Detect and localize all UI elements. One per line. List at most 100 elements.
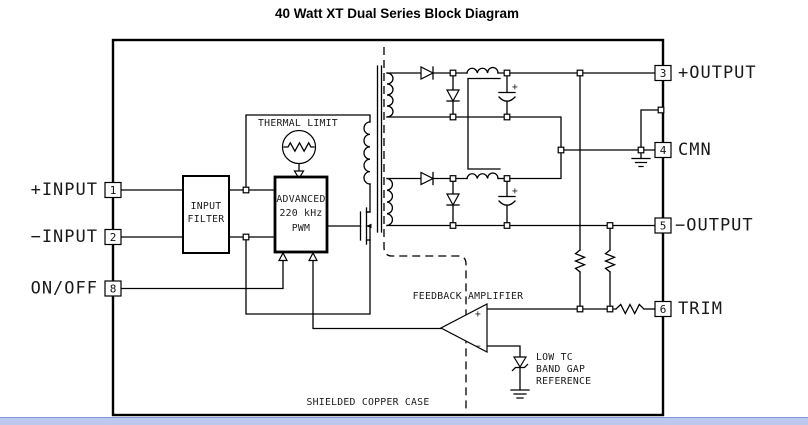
- junction-node: [576, 69, 584, 77]
- ground-lines: [631, 157, 651, 168]
- pin-number: 5: [660, 220, 667, 233]
- pin-label: TRIM: [678, 299, 723, 319]
- capacitor-polarity: +: [512, 186, 518, 197]
- choke-winding: [466, 66, 499, 74]
- wire: [245, 114, 371, 191]
- reference-label: BAND GAP: [536, 364, 585, 375]
- mosfet-symbol: [359, 207, 372, 245]
- opamp-plus-input: +: [475, 309, 481, 320]
- sense-resistor-symbol: [573, 249, 587, 273]
- pin-label: ON/OFF: [31, 279, 98, 299]
- reference-label: REFERENCE: [536, 376, 591, 387]
- wire: [245, 236, 371, 315]
- thermal-limit-label: THERMAL LIMIT: [258, 118, 338, 129]
- zener-diode-symbol: [512, 356, 528, 369]
- junction-node: [503, 175, 511, 182]
- pin-2: 2 −INPUT: [31, 227, 122, 247]
- pin-box: [654, 300, 672, 318]
- opamp-minus-input: −: [475, 341, 481, 352]
- capacitor-polarity: +: [512, 82, 518, 93]
- pwm-label: 220 kHz: [279, 208, 322, 219]
- opamp-symbol: [439, 303, 488, 353]
- feedback-amplifier: FEEDBACK AMPLIFIER + −: [413, 291, 524, 353]
- diode-triangle: [445, 193, 461, 207]
- pin-label: −INPUT: [31, 227, 98, 247]
- pwm-block: ADVANCED 220 kHz PWM: [273, 175, 329, 254]
- pwm-label: ADVANCED: [276, 194, 325, 205]
- input-filter-label: FILTER: [188, 214, 225, 225]
- pin-box: [104, 228, 122, 246]
- pin-label: +INPUT: [31, 180, 98, 200]
- junction-node: [637, 146, 645, 154]
- freewheel-diode-symbol: [445, 89, 461, 103]
- case-label: SHIELDED COPPER CASE: [307, 397, 430, 408]
- rectifier-diode-symbol: [420, 66, 435, 80]
- wire: [312, 260, 442, 330]
- pin-label: +OUTPUT: [678, 63, 757, 83]
- wire: [640, 109, 662, 151]
- zener-bar: [511, 363, 529, 372]
- junction-node: [242, 186, 250, 194]
- junction-node: [606, 222, 614, 229]
- mosfet-arrow: [366, 223, 372, 229]
- input-filter-block: INPUT FILTER: [182, 175, 230, 254]
- primary-winding: [363, 121, 371, 185]
- bandgap-reference: LOW TC BAND GAP REFERENCE: [511, 352, 591, 387]
- pin-number: 3: [660, 67, 667, 80]
- junction-node: [576, 305, 584, 313]
- junction-node: [657, 106, 665, 114]
- choke-core-link: [467, 77, 501, 170]
- window-edge-strip: [0, 417, 808, 425]
- capacitor-curved-plate: [498, 96, 516, 102]
- pin-6: 6 TRIM: [654, 299, 723, 319]
- pin-box: [654, 217, 672, 234]
- output-capacitor-symbol: +: [498, 186, 518, 206]
- junction-node: [606, 305, 614, 313]
- feedback-amplifier-label: FEEDBACK AMPLIFIER: [413, 291, 524, 302]
- ground-symbol: [510, 389, 530, 399]
- pin-on-off: 8 ON/OFF: [31, 279, 122, 299]
- sense-resistor-symbol: [603, 249, 617, 273]
- pin-box: [104, 181, 122, 199]
- junction-node: [557, 146, 565, 154]
- pin-box: [654, 64, 672, 82]
- diode-triangle: [445, 89, 461, 103]
- pin-box: [654, 141, 672, 159]
- junction-node: [503, 69, 511, 77]
- junction-node: [449, 175, 457, 182]
- output-capacitor-symbol: +: [498, 82, 518, 102]
- diode-triangle: [420, 66, 435, 80]
- arrow-down-icon: [293, 170, 305, 180]
- pin-number: 6: [660, 303, 667, 316]
- pwm-box: [273, 175, 329, 254]
- capacitor-curved-plate: [498, 200, 516, 206]
- ground-lines: [510, 389, 530, 399]
- freewheel-diode-symbol: [445, 193, 461, 207]
- trim-resistor-symbol: [615, 303, 645, 315]
- pin-5: 5 −OUTPUT: [654, 216, 754, 236]
- pin-label: CMN: [678, 140, 712, 160]
- thermistor-symbol: [281, 129, 317, 165]
- junction-node: [503, 113, 511, 121]
- pin-number: 8: [110, 283, 117, 296]
- pin-number: 4: [660, 144, 667, 157]
- junction-node: [449, 113, 457, 121]
- pin-box: [104, 280, 122, 297]
- input-filter-box: [182, 175, 230, 254]
- pin-number: 2: [110, 231, 117, 244]
- diode-triangle: [420, 171, 435, 186]
- pin-label: −OUTPUT: [675, 216, 754, 236]
- diagram-title: 40 Watt XT Dual Series Block Diagram: [275, 6, 519, 21]
- thermal-limit: THERMAL LIMIT: [258, 118, 338, 180]
- junction-node: [449, 69, 457, 77]
- isolation-boundary: [383, 47, 467, 410]
- wire: [486, 345, 521, 358]
- rectifier-diode-symbol: [420, 171, 435, 186]
- secondary-winding-bottom: [386, 177, 394, 227]
- pin-3: 3 +OUTPUT: [654, 63, 757, 83]
- secondary-winding-top: [386, 72, 394, 118]
- transformer-symbol: [363, 65, 394, 233]
- junction-node: [242, 233, 250, 241]
- choke-winding: [466, 172, 499, 180]
